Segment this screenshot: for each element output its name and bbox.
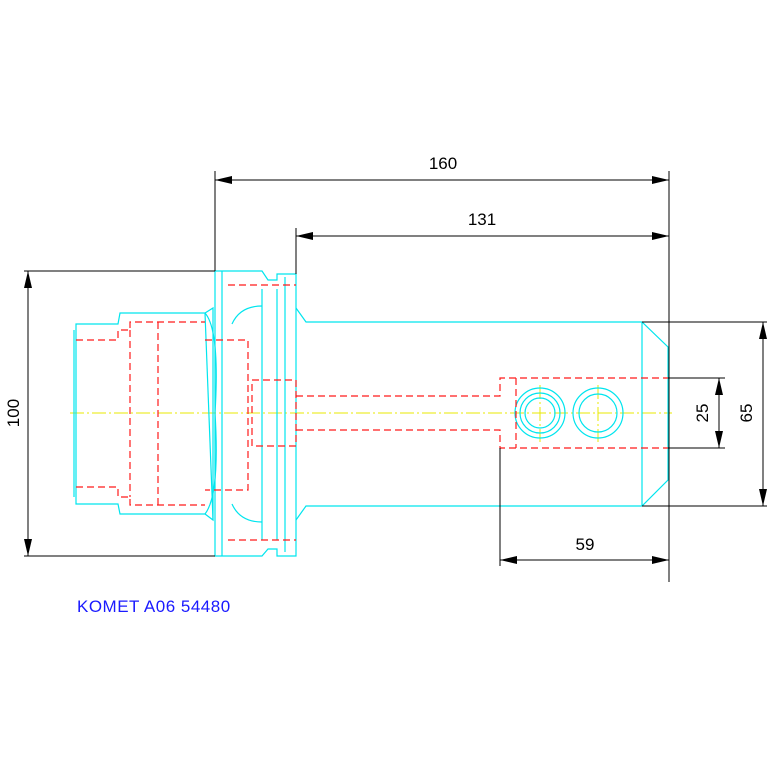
dim-131-text: 131 bbox=[468, 210, 496, 229]
dimension-texts: 160 131 59 100 65 25 bbox=[4, 154, 756, 554]
part-caption: KOMET A06 54480 bbox=[77, 597, 231, 616]
dim-25-text: 25 bbox=[693, 404, 712, 423]
part-outline bbox=[73, 270, 669, 557]
dim-65-text: 65 bbox=[737, 404, 756, 423]
dimension-lines bbox=[24, 171, 767, 582]
dim-100-text: 100 bbox=[4, 399, 23, 427]
dim-160-text: 160 bbox=[429, 154, 457, 173]
dim-59-text: 59 bbox=[576, 535, 595, 554]
hidden-lines bbox=[76, 284, 668, 541]
